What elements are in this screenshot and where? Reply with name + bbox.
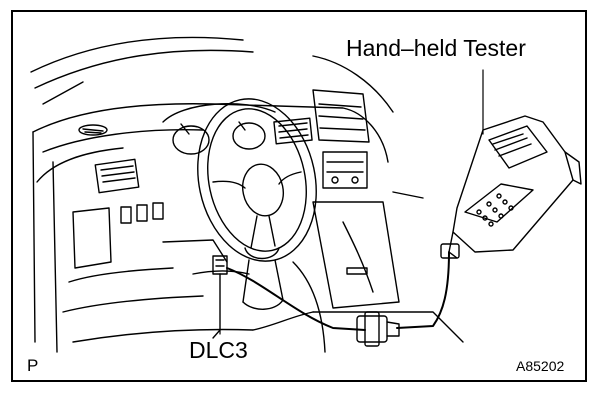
hand-held-tester-label: Hand–held Tester — [346, 35, 526, 61]
center-console — [273, 89, 424, 309]
view-mark-label: P — [27, 356, 39, 375]
leader-lines — [219, 69, 484, 335]
windshield-lines — [30, 36, 394, 113]
steering-wheel — [197, 98, 317, 310]
diagnostic-cable — [226, 251, 450, 331]
lower-dash — [72, 239, 464, 353]
vehicle-interior-illustration — [30, 36, 582, 353]
diagram-frame: Hand–held Tester DLC3 P A85202 — [11, 10, 587, 382]
hand-held-tester-device — [440, 115, 582, 259]
instrument-cluster — [162, 103, 276, 155]
cable-adapter — [356, 311, 400, 347]
dlc3-connector — [212, 255, 228, 339]
dashboard — [32, 103, 389, 353]
figure-code-label: A85202 — [516, 358, 565, 374]
dlc3-label: DLC3 — [189, 337, 248, 363]
